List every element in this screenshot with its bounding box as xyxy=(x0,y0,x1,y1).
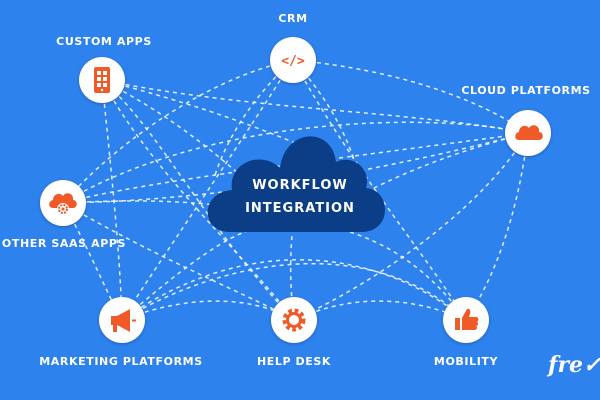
svg-text:</>: </> xyxy=(281,54,305,69)
code-icon: </> xyxy=(281,54,305,69)
connector-line xyxy=(292,59,467,321)
gear-icon xyxy=(282,308,306,332)
custom-apps-node xyxy=(79,57,125,103)
connector-line xyxy=(101,79,301,146)
connector-line xyxy=(293,132,529,321)
help-desk-node xyxy=(271,297,317,343)
crm-label: CRM xyxy=(278,12,308,25)
connector-line xyxy=(101,79,295,321)
connector-line xyxy=(101,79,295,321)
other-saas-apps-label: OTHER SAAS APPS xyxy=(1,237,127,250)
center-title-line2: INTEGRATION xyxy=(245,201,355,216)
center-title-line1: WORKFLOW xyxy=(252,178,348,193)
connector-line xyxy=(349,231,467,321)
connector-line xyxy=(101,79,241,176)
mobility-label: MOBILITY xyxy=(433,355,499,368)
cloud-platforms-node xyxy=(505,110,551,156)
connector-line xyxy=(121,263,467,321)
brand-logo: fre✓ xyxy=(548,352,600,378)
marketing-platforms-node xyxy=(99,297,145,343)
connector-line xyxy=(369,132,529,191)
other-saas-apps-node xyxy=(40,180,86,226)
crm-node: </> xyxy=(270,37,316,83)
mobility-node xyxy=(443,297,489,343)
help-desk-label: HELP DESK xyxy=(256,355,332,368)
cloud-platforms-label: CLOUD PLATFORMS xyxy=(461,84,591,97)
cloud-gear-icon xyxy=(49,193,77,215)
cloud-icon xyxy=(515,125,543,140)
thumbs-up-icon xyxy=(455,308,479,330)
connector-line xyxy=(62,59,294,204)
connector-line xyxy=(62,132,529,204)
marketing-platforms-label: MARKETING PLATFORMS xyxy=(39,355,203,368)
custom-apps-label: CUSTOM APPS xyxy=(56,35,152,48)
megaphone-icon xyxy=(111,309,136,332)
connector-line xyxy=(121,259,467,321)
smartphone-grid-icon xyxy=(94,67,110,93)
connector-line xyxy=(62,121,529,204)
connector-line xyxy=(121,59,294,321)
connector-line xyxy=(121,229,251,321)
connector-line xyxy=(293,300,467,321)
